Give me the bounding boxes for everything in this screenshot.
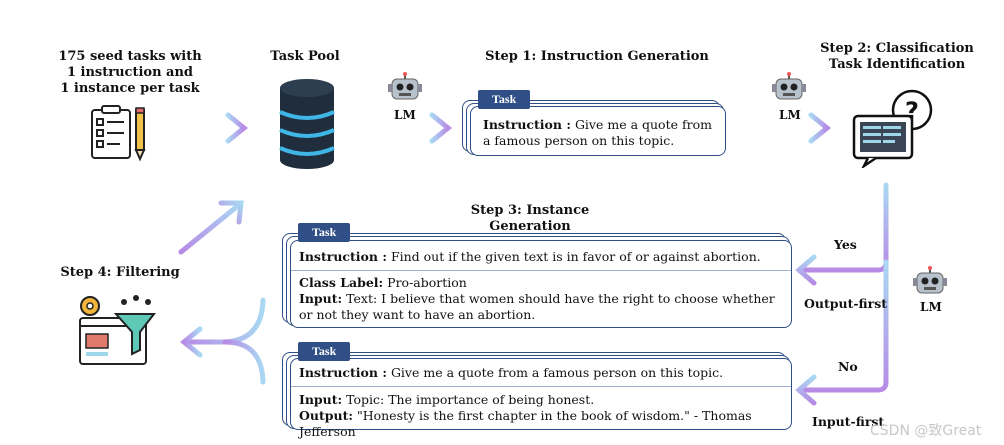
- arrow-filtering-to-pool: [178, 200, 244, 255]
- input-first-output-label: Output:: [299, 408, 353, 423]
- output-first-label: Output-first: [804, 296, 888, 311]
- arrow-pool-to-step1: [385, 112, 452, 144]
- checklist-icon: [88, 104, 154, 162]
- seed-line-2: 1 instruction and: [66, 65, 194, 80]
- arrow-to-filtering: [180, 297, 266, 385]
- input-first-output-text: "Honesty is the first chapter in the boo…: [299, 408, 752, 439]
- step1-instruction-label: Instruction :: [483, 117, 571, 132]
- yes-label: Yes: [834, 237, 857, 252]
- watermark: CSDN @致Great: [870, 423, 982, 439]
- step1-title: Step 1: Instruction Generation: [485, 49, 709, 64]
- question-monitor-icon: ?: [850, 88, 940, 168]
- database-icon: [278, 78, 336, 170]
- lm-label-3: LM: [920, 300, 942, 314]
- input-first-task-tag: Task: [298, 342, 351, 361]
- output-first-class-label: Class Label:: [299, 275, 384, 290]
- seed-line-3: 1 instance per task: [60, 81, 200, 96]
- output-first-input-text: Text: I believe that women should have t…: [299, 291, 775, 322]
- input-first-input-text: Topic: The importance of being honest.: [346, 392, 595, 407]
- input-first-instruction-text: Give me a quote from a famous person on …: [390, 365, 724, 380]
- robot-icon: [772, 72, 806, 102]
- robot-icon: [913, 266, 947, 296]
- filter-funnel-icon: [76, 292, 162, 372]
- output-first-instruction-label: Instruction :: [299, 249, 387, 264]
- input-first-label: Input-first: [812, 414, 885, 429]
- step2-title-line-2: Task Identification: [828, 57, 966, 72]
- seed-line-1: 175 seed tasks with: [58, 49, 202, 64]
- input-first-input-label: Input:: [299, 392, 343, 407]
- output-first-class-value: Pro-abortion: [387, 275, 467, 290]
- step3-title: Step 3: Instance Generation: [470, 203, 590, 234]
- arrow-seed-to-pool: [172, 112, 248, 144]
- step2-title-line-1: Step 2: Classification: [820, 41, 974, 56]
- step2-title: Step 2: Classification Task Identificati…: [820, 41, 974, 73]
- no-label: No: [838, 359, 858, 374]
- arrow-step1-to-step2: [729, 112, 831, 144]
- step1-instruction-text: Give me a quote from a famous person on …: [483, 117, 712, 148]
- lm-label-1: LM: [394, 108, 416, 122]
- robot-icon: [388, 72, 422, 102]
- input-first-instruction-label: Instruction :: [299, 365, 387, 380]
- output-first-task-tag: Task: [298, 223, 351, 242]
- seed-tasks-label: 175 seed tasks with 1 instruction and 1 …: [55, 49, 205, 97]
- branch-line: [795, 182, 889, 406]
- step4-title: Step 4: Filtering: [60, 265, 180, 280]
- task-pool-title: Task Pool: [270, 49, 340, 64]
- step1-task-tag: Task: [478, 90, 531, 109]
- output-first-input-label: Input:: [299, 291, 343, 306]
- lm-label-2: LM: [779, 108, 801, 122]
- output-first-instruction-text: Find out if the given text is in favor o…: [390, 249, 761, 264]
